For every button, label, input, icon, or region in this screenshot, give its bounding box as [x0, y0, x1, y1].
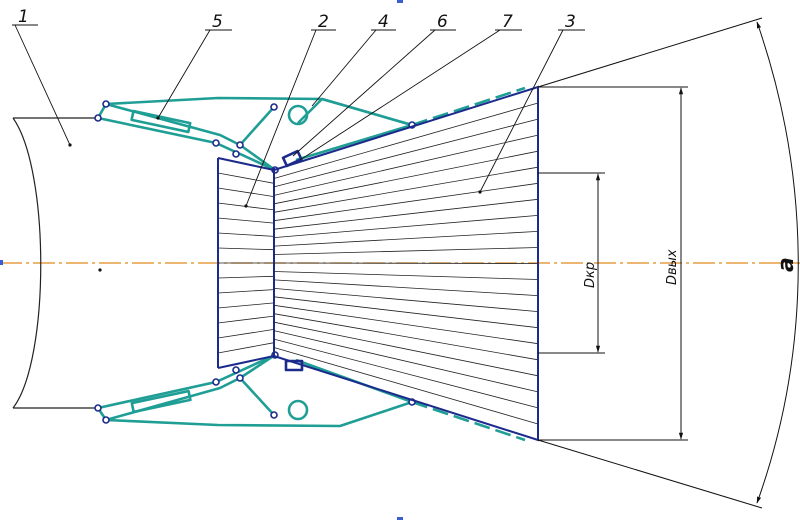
callout-7: 7: [502, 12, 513, 32]
cone-angle-label: a: [774, 257, 799, 272]
convergent-hatch-line: [217, 247, 275, 251]
divergent-hatch-line: [273, 279, 539, 296]
divergent-hatch-line: [273, 262, 539, 264]
convergent-hatch-line: [217, 315, 275, 324]
convergent-hatch-line: [217, 217, 275, 224]
frame-markers: [0, 0, 403, 520]
callout-3: 3: [565, 12, 576, 32]
convergent-hatch-line: [217, 342, 275, 354]
leader-dots: [68, 116, 482, 272]
divergent-hatch-line: [273, 215, 539, 238]
callout-4: 4: [378, 12, 389, 32]
divergent-section: [273, 85, 539, 442]
divergent-hatch-line: [273, 347, 539, 425]
callout-5: 5: [212, 12, 223, 32]
divergent-hatch-line: [273, 231, 539, 247]
divergent-hatch-line: [273, 134, 539, 196]
convergent-section: [217, 157, 275, 369]
divergent-hatch-line: [273, 182, 539, 222]
lower-pivots: [94, 351, 416, 424]
divergent-hatch-line: [273, 313, 539, 361]
callout-1: 1: [18, 7, 29, 27]
callout-6: 6: [437, 12, 448, 32]
leader-lines: [12, 24, 585, 207]
convergent-hatch-line: [217, 187, 275, 197]
inlet-duct: [12, 117, 98, 409]
callout-2: 2: [318, 12, 329, 32]
convergent-hatch-line: [217, 172, 275, 184]
divergent-hatch-line: [273, 166, 539, 213]
divergent-hatch-line: [273, 288, 539, 312]
convergent-hatch-line: [217, 275, 275, 279]
dimension-lines: [538, 86, 688, 441]
divergent-hatch-line: [273, 150, 539, 205]
convergent-hatch-line: [217, 289, 275, 294]
convergent-hatch-line: [217, 329, 275, 339]
divergent-hatch-line: [273, 304, 539, 345]
divergent-hatch-line: [273, 321, 539, 377]
divergent-hatch-line: [273, 338, 539, 409]
divergent-hatch-line: [273, 118, 539, 188]
convergent-hatch-line: [217, 302, 275, 309]
divergent-hatch-line: [273, 102, 539, 179]
divergent-hatch-line: [273, 198, 539, 230]
throat-diameter-label: Dкр: [583, 262, 598, 288]
divergent-hatch-line: [273, 271, 539, 280]
exit-cone: [537, 17, 799, 509]
exit-diameter-label: Dвых: [665, 249, 680, 285]
divergent-hatch-line: [273, 247, 539, 255]
divergent-hatch-line: [273, 330, 539, 393]
divergent-hatch-line: [273, 296, 539, 329]
convergent-hatch-line: [217, 232, 275, 237]
